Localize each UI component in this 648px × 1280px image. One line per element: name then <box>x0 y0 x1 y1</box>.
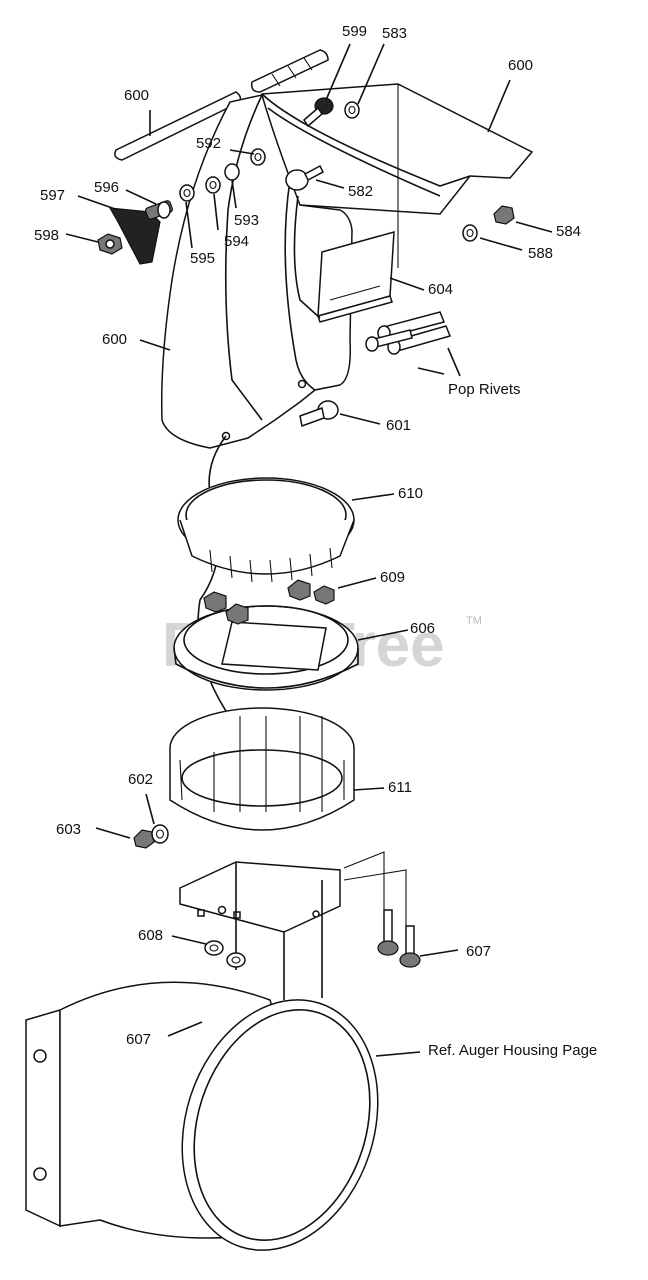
pop-rivets <box>365 311 452 355</box>
callout-597: 597 <box>40 187 65 204</box>
nut-598 <box>97 233 123 255</box>
callout-607-right: 607 <box>466 943 491 960</box>
bolt-601 <box>299 400 339 428</box>
callout-594: 594 <box>224 233 249 250</box>
callout-609: 609 <box>380 569 405 586</box>
callout-599: 599 <box>342 23 367 40</box>
callout-607-left: 607 <box>126 1031 151 1048</box>
cable <box>293 195 321 319</box>
callout-596: 596 <box>94 179 119 196</box>
callout-583: 583 <box>382 25 407 42</box>
washer-588 <box>462 224 478 242</box>
nut-603 <box>133 829 155 849</box>
ring-610 <box>177 477 355 583</box>
callout-592: 592 <box>196 135 221 152</box>
watermark-trademark: TM <box>466 615 482 627</box>
callout-600-body: 600 <box>102 331 127 348</box>
nut-584 <box>493 205 515 225</box>
plate-606 <box>173 605 359 691</box>
base-bracket <box>179 861 341 1000</box>
callout-598: 598 <box>34 227 59 244</box>
callout-600-pin: 600 <box>124 87 149 104</box>
screw-guide-lines <box>343 851 407 926</box>
callout-602: 602 <box>128 771 153 788</box>
nuts-609 <box>203 579 335 625</box>
callout-611: 611 <box>388 779 412 796</box>
callout-600-deflector: 600 <box>508 57 533 74</box>
callout-608: 608 <box>138 927 163 944</box>
callout-593: 593 <box>234 212 259 229</box>
callout-pop-rivets: Pop Rivets <box>448 381 521 398</box>
washer-583 <box>344 101 360 119</box>
callout-610: 610 <box>398 485 423 502</box>
callout-603: 603 <box>56 821 81 838</box>
callout-595: 595 <box>190 250 215 267</box>
washers-608 <box>204 940 246 968</box>
callout-588: 588 <box>528 245 553 262</box>
callout-labels: 600 599 583 600 592 597 596 582 593 594 … <box>34 23 597 1059</box>
washer-602 <box>151 824 169 844</box>
leader-lines <box>65 43 553 1057</box>
callout-604: 604 <box>428 281 453 298</box>
bolt-599 <box>303 97 334 128</box>
bracket-604 <box>317 230 395 323</box>
callout-606: 606 <box>410 620 435 637</box>
callout-601: 601 <box>386 417 411 434</box>
callout-584: 584 <box>556 223 581 240</box>
callout-582: 582 <box>348 183 373 200</box>
auger-housing-tube <box>25 981 379 1251</box>
button-582 <box>285 164 324 191</box>
ring-611 <box>169 707 355 831</box>
callout-ref-auger-housing: Ref. Auger Housing Page <box>428 1042 597 1059</box>
washers-596-595 <box>157 148 266 219</box>
